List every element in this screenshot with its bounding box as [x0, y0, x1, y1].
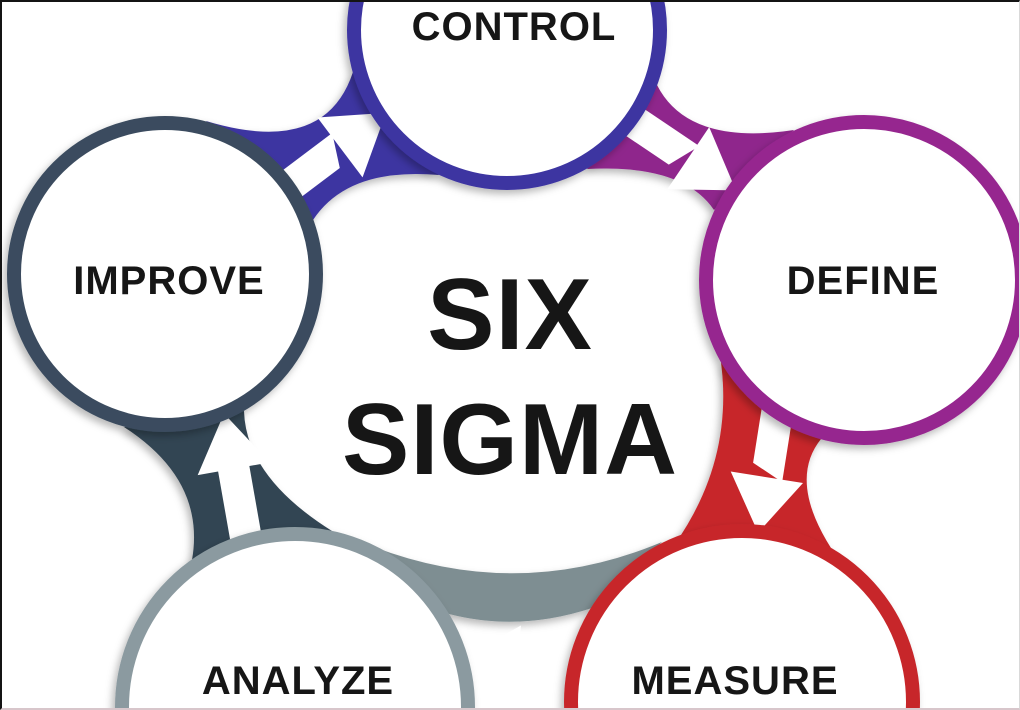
- label-analyze: ANALYZE: [202, 659, 394, 703]
- step-labels: CONTROL DEFINE MEASURE ANALYZE IMPROVE: [73, 5, 940, 703]
- node-measure-ring: [564, 524, 920, 708]
- node-analyze-ring: [115, 527, 475, 708]
- step-nodes: [7, 2, 1019, 708]
- center-title: SIX SIGMA: [342, 259, 678, 496]
- center-title-line1: SIX: [427, 259, 593, 371]
- label-improve: IMPROVE: [73, 259, 264, 303]
- node-define-ring: [699, 115, 1019, 445]
- label-control: CONTROL: [412, 5, 617, 49]
- node-control-ring: [347, 2, 667, 190]
- label-define: DEFINE: [787, 259, 940, 303]
- node-improve-ring: [7, 116, 323, 432]
- arrow-analyze-to-improve-icon: [197, 413, 270, 554]
- label-measure: MEASURE: [631, 659, 838, 703]
- connector-measure-to-analyze: [374, 542, 662, 622]
- center-title-line2: SIGMA: [342, 384, 678, 496]
